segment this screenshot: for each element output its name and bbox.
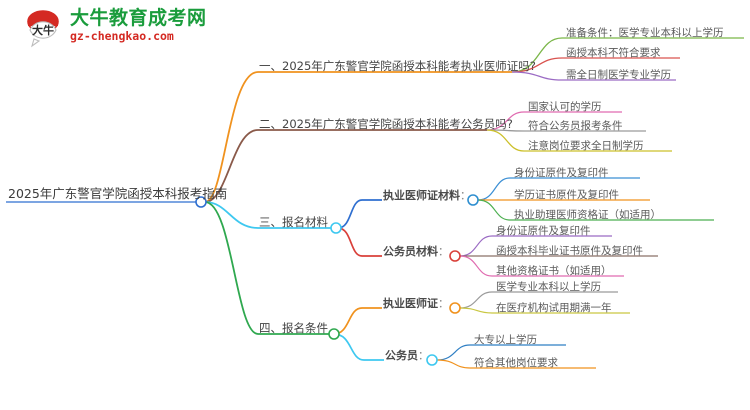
group-label-3-2[interactable]: 公务员材料： bbox=[383, 246, 449, 257]
group-label-4-1-colon: ： bbox=[438, 297, 449, 310]
group-label-4-2-colon: ： bbox=[418, 349, 429, 362]
group-label-4-1[interactable]: 执业医师证： bbox=[383, 298, 449, 309]
leaf-label-1-3[interactable]: 需全日制医学专业学历 bbox=[566, 69, 671, 81]
leaf-label-4-1-2[interactable]: 在医疗机构试用期满一年 bbox=[496, 302, 612, 314]
site-name-cn: 大牛教育成考网 bbox=[70, 7, 207, 29]
mindmap-root-label[interactable]: 2025年广东警官学院函授本科报考指南 bbox=[8, 186, 228, 201]
branch-node-dot-baoming-tiaojian bbox=[328, 328, 340, 340]
root-node-dot bbox=[195, 196, 207, 208]
leaf-label-3-2-1[interactable]: 身份证原件及复印件 bbox=[496, 225, 591, 237]
group-label-3-1-colon: ： bbox=[460, 189, 471, 202]
leaf-label-3-1-1[interactable]: 身份证原件及复印件 bbox=[514, 167, 609, 179]
group-label-3-1-text: 执业医师证材料 bbox=[383, 189, 460, 202]
daniu-seal-logo-icon: 大牛 bbox=[22, 8, 64, 48]
site-logo[interactable]: 大牛 大牛教育成考网 gz-chengkao.com bbox=[22, 6, 222, 50]
group-label-3-1[interactable]: 执业医师证材料： bbox=[383, 190, 471, 201]
leaf-label-3-2-3[interactable]: 其他资格证书（如适用） bbox=[496, 265, 612, 277]
branch-label-2[interactable]: 二、2025年广东警官学院函授本科能考公务员吗? bbox=[259, 117, 513, 131]
leaf-label-4-2-1[interactable]: 大专以上学历 bbox=[474, 334, 537, 346]
leaf-label-3-1-3[interactable]: 执业助理医师资格证（如适用） bbox=[514, 209, 661, 221]
leaf-label-2-3[interactable]: 注意岗位要求全日制学历 bbox=[528, 140, 644, 152]
group-node-dot-gongwuyuan bbox=[426, 354, 438, 366]
group-label-3-2-colon: ： bbox=[438, 245, 449, 258]
group-label-4-2[interactable]: 公务员： bbox=[385, 350, 429, 361]
svg-text:大牛: 大牛 bbox=[32, 23, 54, 37]
site-name-en: gz-chengkao.com bbox=[70, 29, 174, 43]
leaf-label-2-2[interactable]: 符合公务员报考条件 bbox=[528, 120, 623, 132]
group-node-dot-gongwuyuan-cailiao bbox=[449, 250, 461, 262]
leaf-label-3-2-2[interactable]: 函授本科毕业证书原件及复印件 bbox=[496, 245, 643, 257]
leaf-label-2-1[interactable]: 国家认可的学历 bbox=[528, 101, 602, 113]
group-node-dot-zhiyeyishi bbox=[449, 302, 461, 314]
group-label-3-2-text: 公务员材料 bbox=[383, 245, 438, 258]
group-label-4-1-text: 执业医师证 bbox=[383, 297, 438, 310]
leaf-label-4-2-2[interactable]: 符合其他岗位要求 bbox=[474, 357, 558, 369]
branch-label-1[interactable]: 一、2025年广东警官学院函授本科能考执业医师证吗? bbox=[259, 59, 536, 73]
branch-label-4[interactable]: 四、报名条件 bbox=[259, 321, 328, 335]
branch-label-3[interactable]: 三、报名材料 bbox=[259, 215, 328, 229]
leaf-label-4-1-1[interactable]: 医学专业本科以上学历 bbox=[496, 281, 601, 293]
branch-node-dot-baoming-cailiao bbox=[330, 222, 342, 234]
group-node-dot-zhiyeyishi-cailiao bbox=[467, 194, 479, 206]
leaf-label-1-1[interactable]: 准备条件：医学专业本科以上学历 bbox=[566, 27, 724, 39]
leaf-label-1-2[interactable]: 函授本科不符合要求 bbox=[566, 47, 661, 59]
group-label-4-2-text: 公务员 bbox=[385, 349, 418, 362]
site-logo-text: 大牛教育成考网 gz-chengkao.com bbox=[70, 7, 207, 43]
leaf-label-3-1-2[interactable]: 学历证书原件及复印件 bbox=[514, 189, 619, 201]
